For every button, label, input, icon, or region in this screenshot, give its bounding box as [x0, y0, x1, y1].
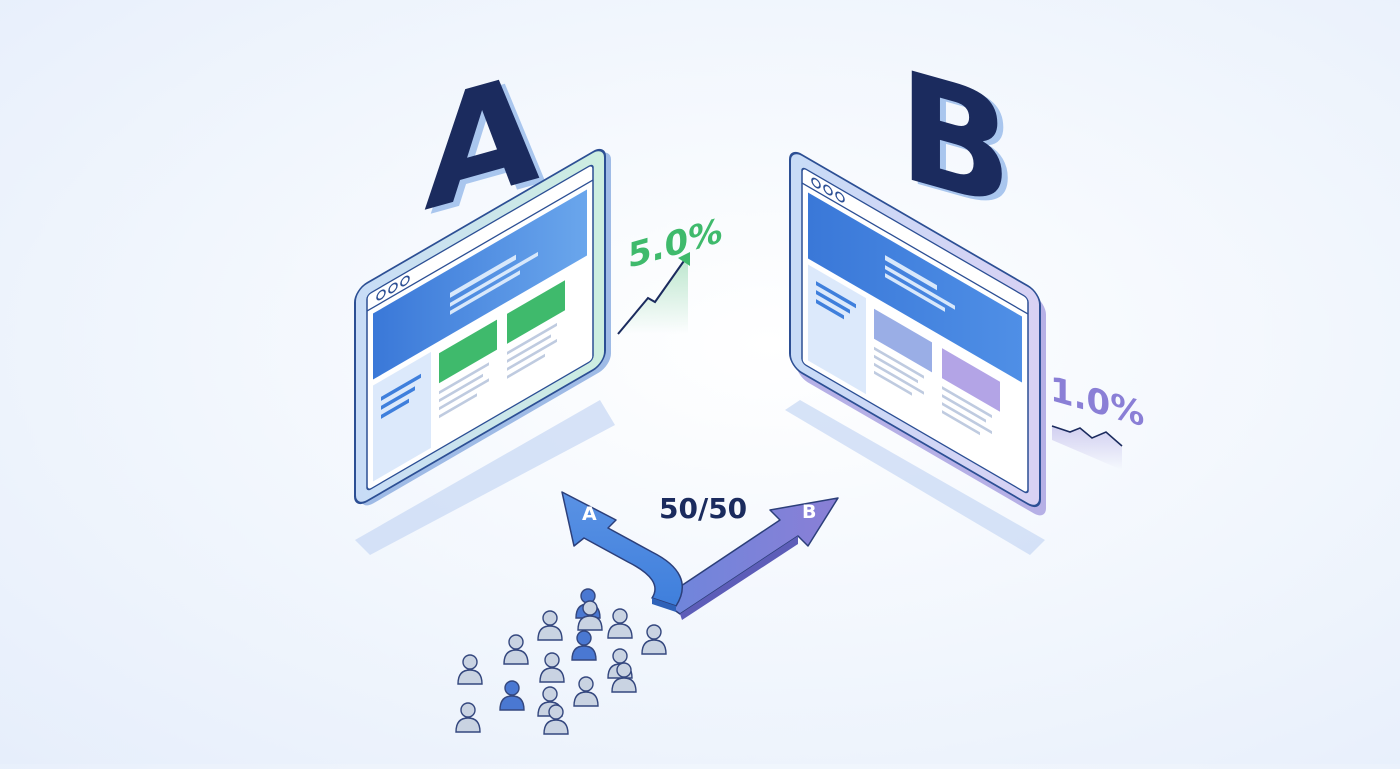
person-icon	[573, 676, 599, 707]
variant-b-card-2	[942, 348, 1000, 412]
person-icon	[577, 600, 603, 631]
browser-dot-icon	[811, 177, 821, 189]
browser-dot-icon	[388, 282, 398, 294]
person-icon	[499, 680, 525, 711]
person-icon	[641, 624, 667, 655]
arrow-b-label: B	[802, 501, 816, 523]
person-icon	[457, 654, 483, 685]
variant-a-group: A A	[354, 39, 722, 555]
variant-a-shadow	[355, 400, 615, 555]
browser-dot-icon	[400, 275, 410, 287]
variant-b-hero	[808, 192, 1022, 383]
person-icon	[607, 608, 633, 639]
variant-b-chart-fill	[1052, 426, 1122, 470]
variant-a-conversion-rate: 5.0%	[628, 211, 722, 277]
arrow-a-label: A	[582, 503, 597, 525]
browser-dot-icon	[835, 191, 845, 203]
person-icon	[503, 634, 529, 665]
split-ratio-label: 50/50	[659, 492, 747, 525]
variant-b-trend-line	[1051, 425, 1123, 447]
split-arrow-a	[561, 491, 683, 607]
variant-b-letter: B	[898, 38, 1012, 245]
browser-dot-icon	[823, 184, 833, 196]
variant-a-hero	[373, 189, 587, 380]
variant-a-arrow-up-icon	[678, 252, 690, 266]
variant-a-sidebar	[373, 351, 431, 482]
person-icon	[571, 630, 597, 661]
audience-group	[455, 588, 667, 735]
variant-a-card-2	[507, 280, 565, 344]
variant-b-card-1	[874, 308, 932, 373]
person-icon	[537, 610, 563, 641]
variant-b-screen	[789, 151, 1046, 516]
variant-a-trend-line	[617, 257, 687, 335]
variant-b-letter-depth: B	[904, 42, 1018, 249]
variant-a-card-1	[439, 319, 497, 384]
traffic-split: A B 50/50	[561, 491, 839, 620]
variant-b-conversion-rate: 1.0%	[1050, 370, 1144, 436]
variant-b-shadow	[785, 400, 1045, 555]
person-icon	[611, 662, 637, 693]
person-icon	[455, 702, 481, 733]
browser-dot-icon	[376, 289, 386, 301]
person-icon	[539, 652, 565, 683]
variant-b-group: B B	[785, 38, 1144, 555]
person-icon	[543, 704, 569, 735]
variant-a-screen	[354, 148, 611, 506]
